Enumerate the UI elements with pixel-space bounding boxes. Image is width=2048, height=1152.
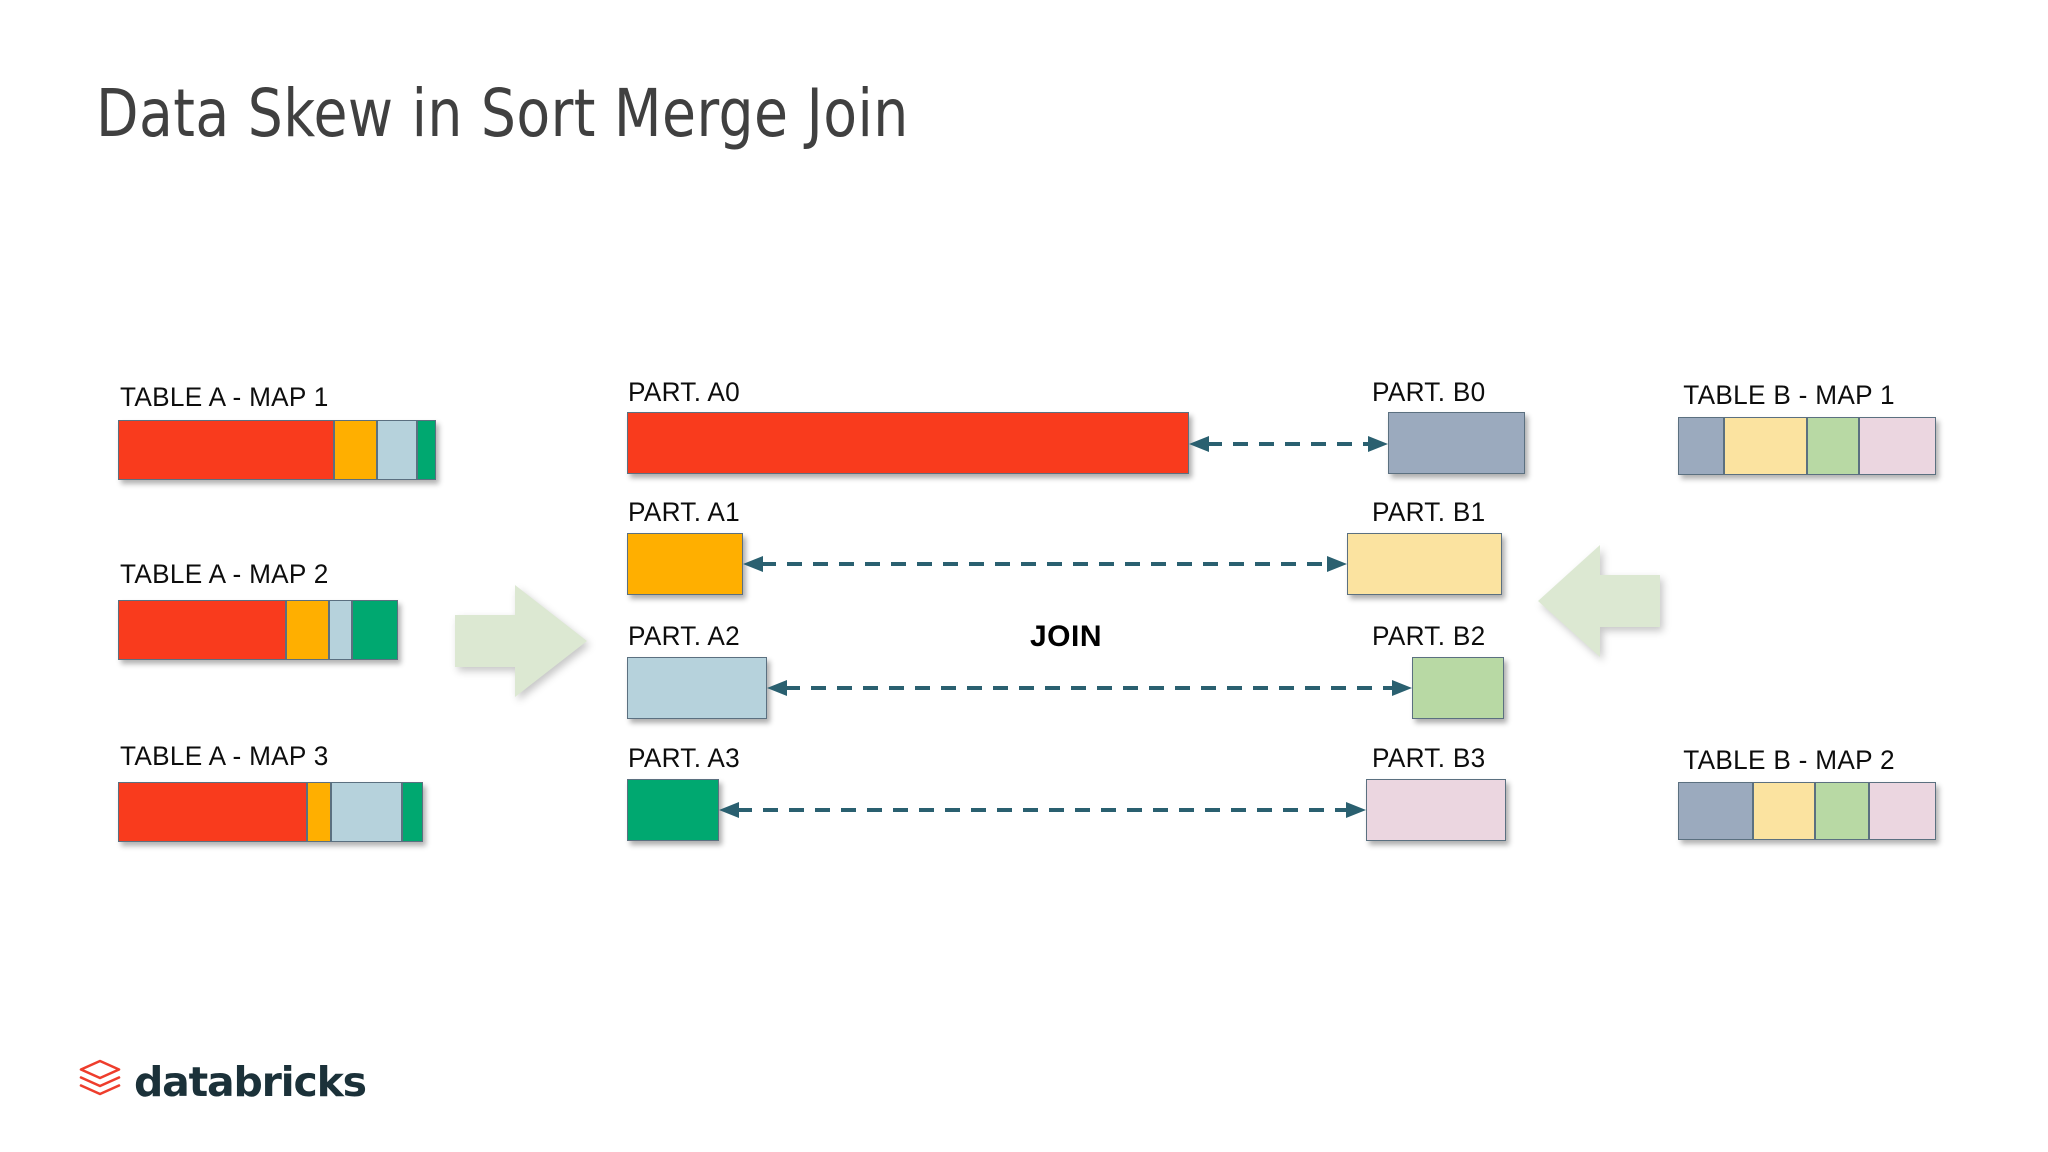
part-a1-label: PART. A1: [628, 497, 741, 527]
segment-part-b3: [1858, 417, 1936, 475]
part-a3-label: PART. A3: [628, 743, 741, 773]
segment-part-a0: [118, 600, 286, 660]
segment-part-a2: [331, 782, 402, 842]
segment-part-a0: [118, 782, 308, 842]
part-a3-box: [627, 779, 719, 841]
flow-arrow-left-icon: [1538, 545, 1660, 657]
segment-part-a2: [377, 420, 417, 480]
join-connector-2: [767, 676, 1412, 700]
table-a-map-3-label: TABLE A - MAP 3: [120, 741, 329, 771]
join-connector-1: [743, 552, 1347, 576]
table-b-map-2-label: TABLE B - MAP 2: [1683, 745, 1895, 775]
part-b0-label: PART. B0: [1372, 377, 1486, 407]
part-a1-box: [627, 533, 743, 595]
segment-part-a1: [334, 420, 378, 480]
table-a-map-1-label: TABLE A - MAP 1: [120, 382, 329, 412]
databricks-wordmark: databricks: [134, 1058, 367, 1106]
part-b0-box: [1388, 412, 1525, 474]
table-b-map-1-bar: [1678, 417, 1936, 475]
part-b1-label: PART. B1: [1372, 497, 1486, 527]
part-a2-label: PART. A2: [628, 621, 741, 651]
table-b-map-2-bar: [1678, 782, 1936, 840]
part-a2-box: [627, 657, 767, 719]
part-b2-label: PART. B2: [1372, 621, 1486, 651]
databricks-stack-icon: [78, 1058, 122, 1107]
part-b3-label: PART. B3: [1372, 743, 1486, 773]
join-connector-0: [1189, 432, 1388, 456]
segment-part-a0: [118, 420, 335, 480]
segment-part-b2: [1806, 417, 1859, 475]
segment-part-a3: [416, 420, 436, 480]
segment-part-a3: [401, 782, 423, 842]
part-b3-box: [1366, 779, 1506, 841]
table-a-map-2-label: TABLE A - MAP 2: [120, 559, 329, 589]
part-b2-box: [1412, 657, 1504, 719]
segment-part-b0: [1678, 782, 1753, 840]
table-b-map-1-label: TABLE B - MAP 1: [1683, 380, 1895, 410]
table-a-map-2-bar: [118, 600, 398, 660]
segment-part-a1: [307, 782, 332, 842]
part-b1-box: [1347, 533, 1502, 595]
segment-part-a2: [329, 600, 352, 660]
segment-part-b2: [1814, 782, 1869, 840]
part-a0-label: PART. A0: [628, 377, 741, 407]
flow-arrow-right-icon: [455, 585, 587, 697]
segment-part-a1: [286, 600, 330, 660]
page-title: Data Skew in Sort Merge Join: [96, 75, 909, 152]
join-connector-3: [719, 798, 1366, 822]
databricks-logo: databricks: [78, 1058, 367, 1107]
table-a-map-3-bar: [118, 782, 423, 842]
segment-part-b1: [1724, 417, 1807, 475]
segment-part-b3: [1868, 782, 1936, 840]
segment-part-b1: [1752, 782, 1815, 840]
part-a0-box: [627, 412, 1189, 474]
table-a-map-1-bar: [118, 420, 436, 480]
segment-part-a3: [351, 600, 398, 660]
segment-part-b0: [1678, 417, 1725, 475]
join-label: JOIN: [1030, 620, 1103, 653]
